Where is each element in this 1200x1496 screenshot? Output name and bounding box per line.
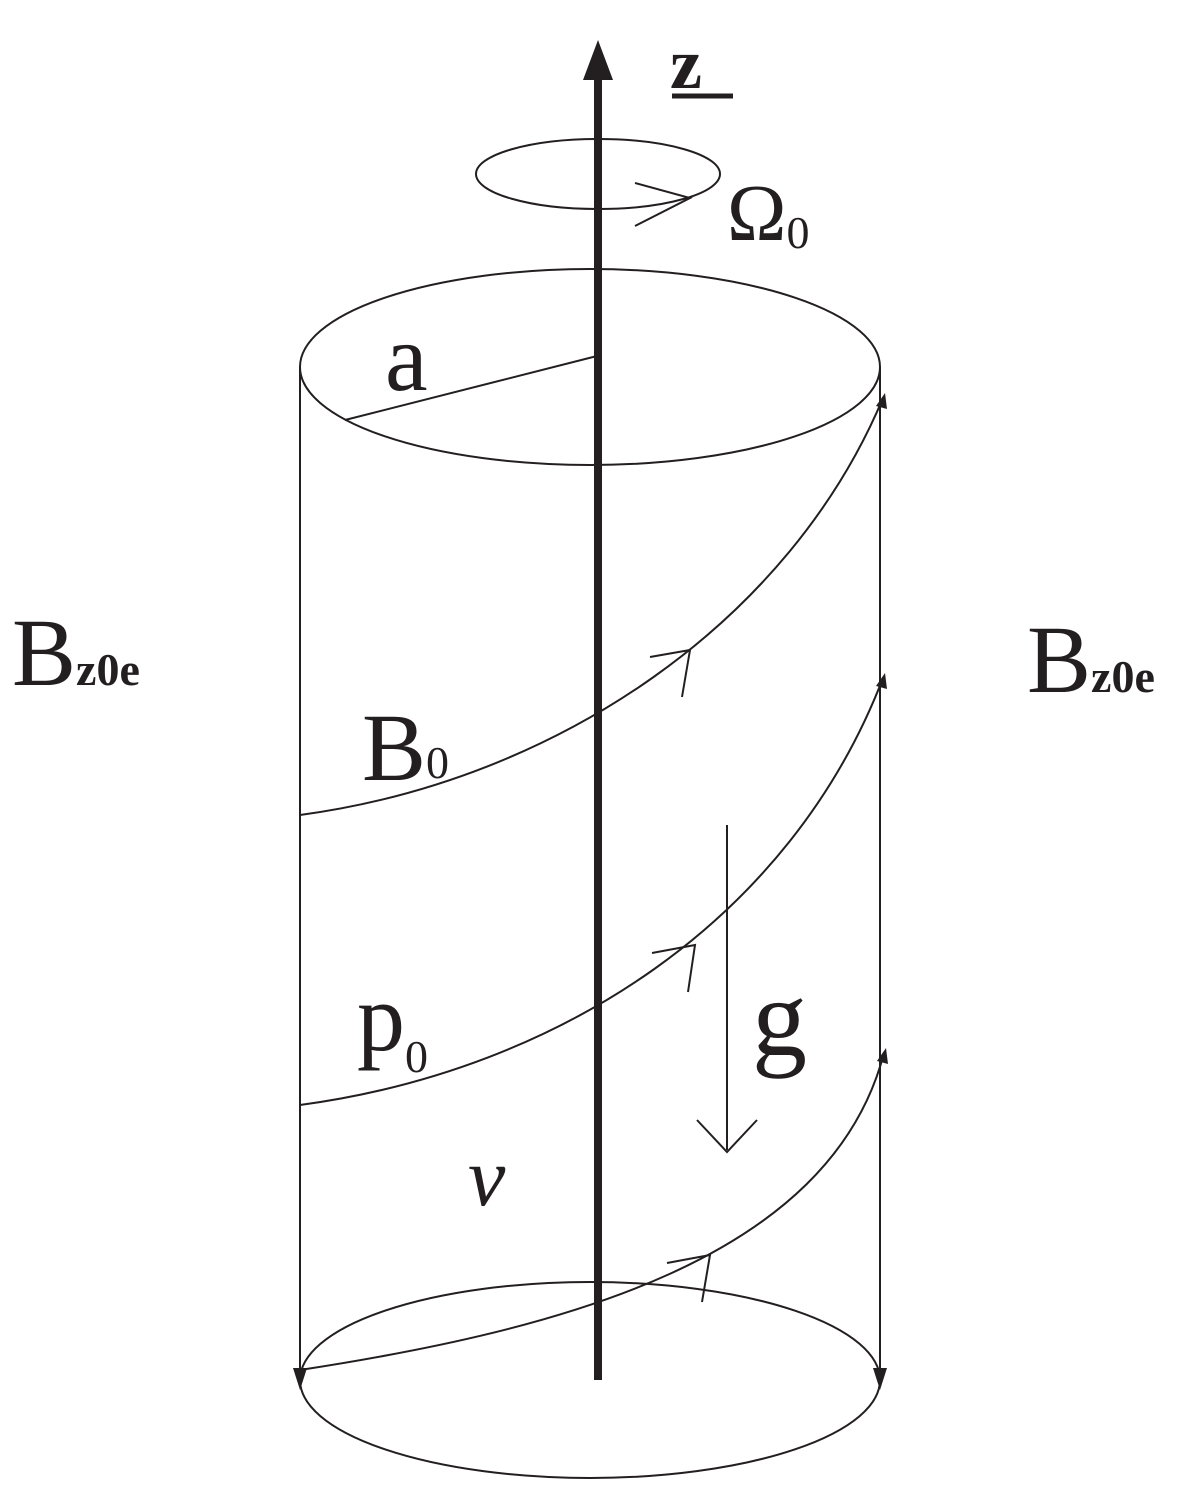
radius-label: a <box>385 304 428 411</box>
helix-line-3-arrowhead <box>877 1048 888 1064</box>
helix-line-1-arrowhead <box>876 393 887 409</box>
helix-1-direction-mark <box>649 648 692 698</box>
rotation-arrowhead <box>634 182 693 227</box>
helix-2-direction-mark <box>651 943 697 993</box>
rotation-label: Ω0 <box>727 170 809 258</box>
field-label-inner: B0 <box>362 694 449 801</box>
helix-line-2 <box>299 677 884 1106</box>
axis-label-z: z <box>670 24 702 104</box>
gravity-arrow-head <box>696 1119 758 1154</box>
field-label-left: Bz0e <box>12 599 140 706</box>
z-axis-arrowhead <box>583 40 613 80</box>
helix-line-3 <box>299 1052 885 1371</box>
helix-3-direction-mark <box>666 1253 712 1303</box>
left-wall-arrowhead <box>293 1368 307 1390</box>
helix-line-2-arrowhead <box>876 673 887 689</box>
viscosity-label: ν <box>468 1131 506 1224</box>
field-label-right: Bz0e <box>1027 606 1155 713</box>
helix-line-1 <box>299 397 884 816</box>
right-wall-arrowhead <box>873 1368 887 1390</box>
cylinder-bottom-ellipse <box>299 1281 881 1479</box>
radius-line <box>344 355 598 421</box>
gravity-label: g <box>752 957 807 1079</box>
pressure-label: p0 <box>357 964 428 1082</box>
